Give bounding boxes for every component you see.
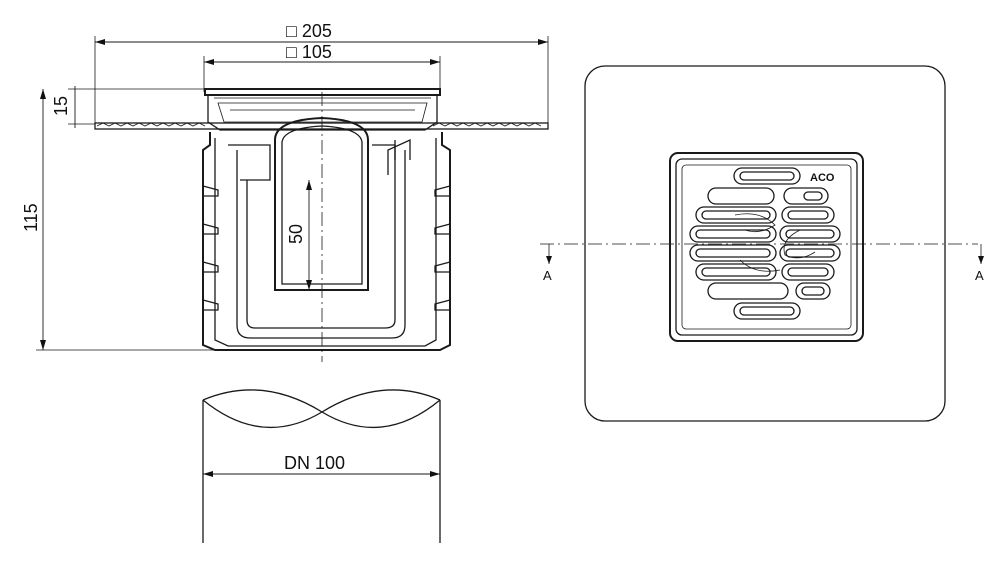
section-marker-left: A [543,244,552,283]
flange-outline [584,65,946,422]
plan-view: A A ACO [540,65,984,422]
grate-frame-section [204,88,441,131]
dimension-pipe-diameter: DN 100 [203,453,440,477]
dimension-outer-width: □ 205 [94,21,549,128]
dimension-inner-depth: 50 [286,180,312,290]
dimension-frame-height-label: 15 [51,96,71,116]
section-view: □ 205 □ 105 15 115 50 [21,21,549,362]
section-label-right: A [975,268,984,283]
dimension-inner-width: □ 105 [203,42,441,92]
dimension-inner-depth-label: 50 [286,224,306,244]
dimension-frame-height: 15 [51,86,205,128]
aco-logo: ACO [810,172,835,184]
section-label-left: A [543,268,552,283]
grate-plan: ACO [669,152,864,342]
odour-trap [228,116,411,339]
dimension-total-height-label: 115 [21,203,41,232]
section-marker-right: A [975,244,984,283]
dimension-inner-label: □ 105 [286,42,332,62]
flange [94,122,549,130]
dimension-pipe-label: DN 100 [284,453,345,473]
drain-body [202,132,451,351]
pipe-view: DN 100 [202,389,441,543]
dimension-total-height: 115 [21,89,230,351]
dimension-outer-label: □ 205 [286,21,332,41]
